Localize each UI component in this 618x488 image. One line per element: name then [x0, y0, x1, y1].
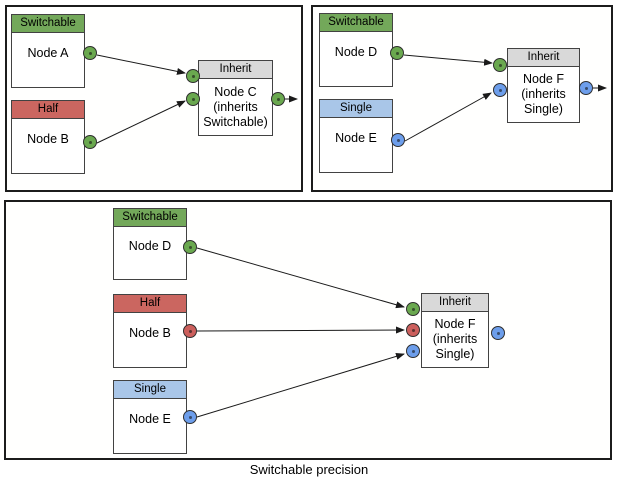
port-node-c-out [271, 92, 285, 106]
node-f-combined: Inherit Node F (inherits Single) [421, 293, 489, 368]
node-b-combined-header: Half [114, 295, 186, 313]
node-d-header: Switchable [320, 14, 392, 32]
node-f-header: Inherit [508, 49, 579, 67]
port-node-f-in-1 [493, 58, 507, 72]
port-node-d-out [390, 46, 404, 60]
node-a: Switchable Node A [11, 14, 85, 88]
node-e-combined-header: Single [114, 381, 186, 399]
port-node-c-in-2 [186, 92, 200, 106]
node-b-combined-label: Node B [129, 326, 171, 340]
port-node-b-combined-out [183, 324, 197, 338]
port-node-e-combined-out [183, 410, 197, 424]
figure-caption: Switchable precision [249, 462, 369, 477]
node-f-label: Node F (inherits Single) [521, 72, 566, 116]
node-d-combined-label: Node D [128, 239, 172, 253]
port-node-c-in-1 [186, 69, 200, 83]
node-d: Switchable Node D [319, 13, 393, 87]
node-f: Inherit Node F (inherits Single) [507, 48, 580, 123]
node-d-label: Node D [334, 45, 378, 59]
node-c-header: Inherit [199, 61, 272, 79]
node-b: Half Node B [11, 100, 85, 174]
port-node-f-combined-out [491, 326, 505, 340]
port-node-f-combined-in-2 [406, 323, 420, 337]
port-node-d-combined-out [183, 240, 197, 254]
port-node-a-out [83, 46, 97, 60]
node-f-combined-header: Inherit [422, 294, 488, 312]
node-d-combined: Switchable Node D [113, 208, 187, 280]
port-node-f-in-2 [493, 83, 507, 97]
port-node-f-combined-in-1 [406, 302, 420, 316]
node-a-label: Node A [27, 46, 69, 60]
node-e: Single Node E [319, 99, 393, 173]
node-b-combined: Half Node B [113, 294, 187, 368]
node-d-combined-header: Switchable [114, 209, 186, 227]
port-node-e-out [391, 133, 405, 147]
node-c-label: Node C (inherits Switchable) [203, 84, 268, 129]
panel-combined [4, 200, 612, 460]
node-e-combined: Single Node E [113, 380, 187, 454]
node-e-combined-label: Node E [129, 412, 171, 426]
node-b-header: Half [12, 101, 84, 119]
node-b-label: Node B [27, 132, 69, 146]
port-node-f-out [579, 81, 593, 95]
node-f-combined-label: Node F (inherits Single) [432, 317, 478, 361]
port-node-f-combined-in-3 [406, 344, 420, 358]
port-node-b-out [83, 135, 97, 149]
node-c: Inherit Node C (inherits Switchable) [198, 60, 273, 136]
node-a-header: Switchable [12, 15, 84, 33]
node-e-label: Node E [335, 131, 377, 145]
node-e-header: Single [320, 100, 392, 118]
